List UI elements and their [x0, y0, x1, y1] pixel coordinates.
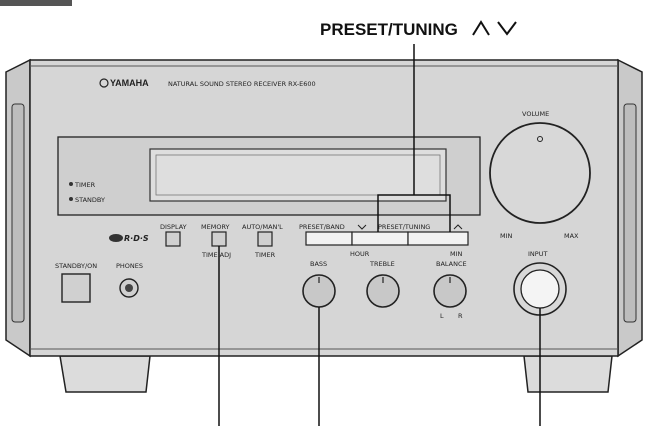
chevron-up-icon: [472, 20, 490, 36]
chevron-down-icon: [497, 21, 517, 36]
balance-knob[interactable]: [433, 274, 467, 308]
preset-tuning-label: PRESET/TUNING: [378, 223, 430, 231]
left-handle: [11, 103, 25, 323]
model-label: NATURAL SOUND STEREO RECEIVER RX-E600: [168, 80, 316, 88]
volume-knob-marker: [537, 136, 543, 142]
left-foot: [59, 355, 151, 393]
yamaha-logo-icon: [99, 78, 109, 88]
brand-label: YAMAHA: [110, 78, 149, 88]
memory-button[interactable]: [211, 231, 227, 247]
balance-label: BALANCE: [436, 260, 467, 268]
callout-bracket: [377, 194, 451, 232]
volume-max-label: MAX: [564, 232, 579, 240]
balance-l-label: L: [440, 312, 444, 320]
input-knob[interactable]: [520, 269, 560, 309]
auto-man-button[interactable]: [257, 231, 273, 247]
auto-man-button-label: AUTO/MAN'L: [242, 223, 283, 231]
tuning-up-icon: [453, 224, 463, 230]
preset-tuning-down-button[interactable]: [351, 231, 409, 246]
balance-r-label: R: [458, 312, 463, 320]
phones-label: PHONES: [116, 262, 143, 270]
volume-knob[interactable]: [489, 122, 591, 224]
timer-indicator: TIMER: [74, 181, 96, 189]
rds-logo-icon: [109, 234, 123, 242]
volume-min-label: MIN: [500, 232, 513, 240]
preset-band-button[interactable]: [305, 231, 353, 246]
preset-tuning-up-button[interactable]: [407, 231, 469, 246]
standby-on-label: STANDBY/ON: [55, 262, 97, 270]
timer-led-icon: [69, 182, 73, 186]
standby-on-button[interactable]: [61, 273, 91, 303]
display-inner: [155, 154, 441, 196]
preset-band-label: PRESET/BAND: [299, 223, 345, 231]
tuning-down-icon: [357, 224, 367, 230]
rds-logo-label: R·D·S: [124, 234, 149, 243]
display-window: [149, 148, 447, 202]
hour-label: HOUR: [350, 250, 370, 258]
display-button-label: DISPLAY: [160, 223, 187, 231]
cropped-header-fragment: [0, 0, 72, 6]
timer-button-label: TIMER: [254, 251, 276, 259]
treble-label: TREBLE: [369, 260, 395, 268]
callout-label: PRESET/TUNING: [320, 20, 458, 39]
right-foot: [523, 355, 613, 393]
memory-button-label: MEMORY: [201, 223, 230, 231]
standby-indicator: STANDBY: [75, 196, 105, 204]
display-button[interactable]: [165, 231, 181, 247]
bass-label: BASS: [310, 260, 327, 268]
right-handle: [623, 103, 637, 323]
phones-jack-hole: [125, 284, 133, 292]
input-label: INPUT: [528, 250, 547, 258]
treble-knob[interactable]: [366, 274, 400, 308]
standby-led-icon: [69, 197, 73, 201]
time-adj-label: TIME ADJ: [201, 251, 231, 259]
min-label: MIN: [450, 250, 463, 258]
volume-label: VOLUME: [522, 110, 549, 118]
